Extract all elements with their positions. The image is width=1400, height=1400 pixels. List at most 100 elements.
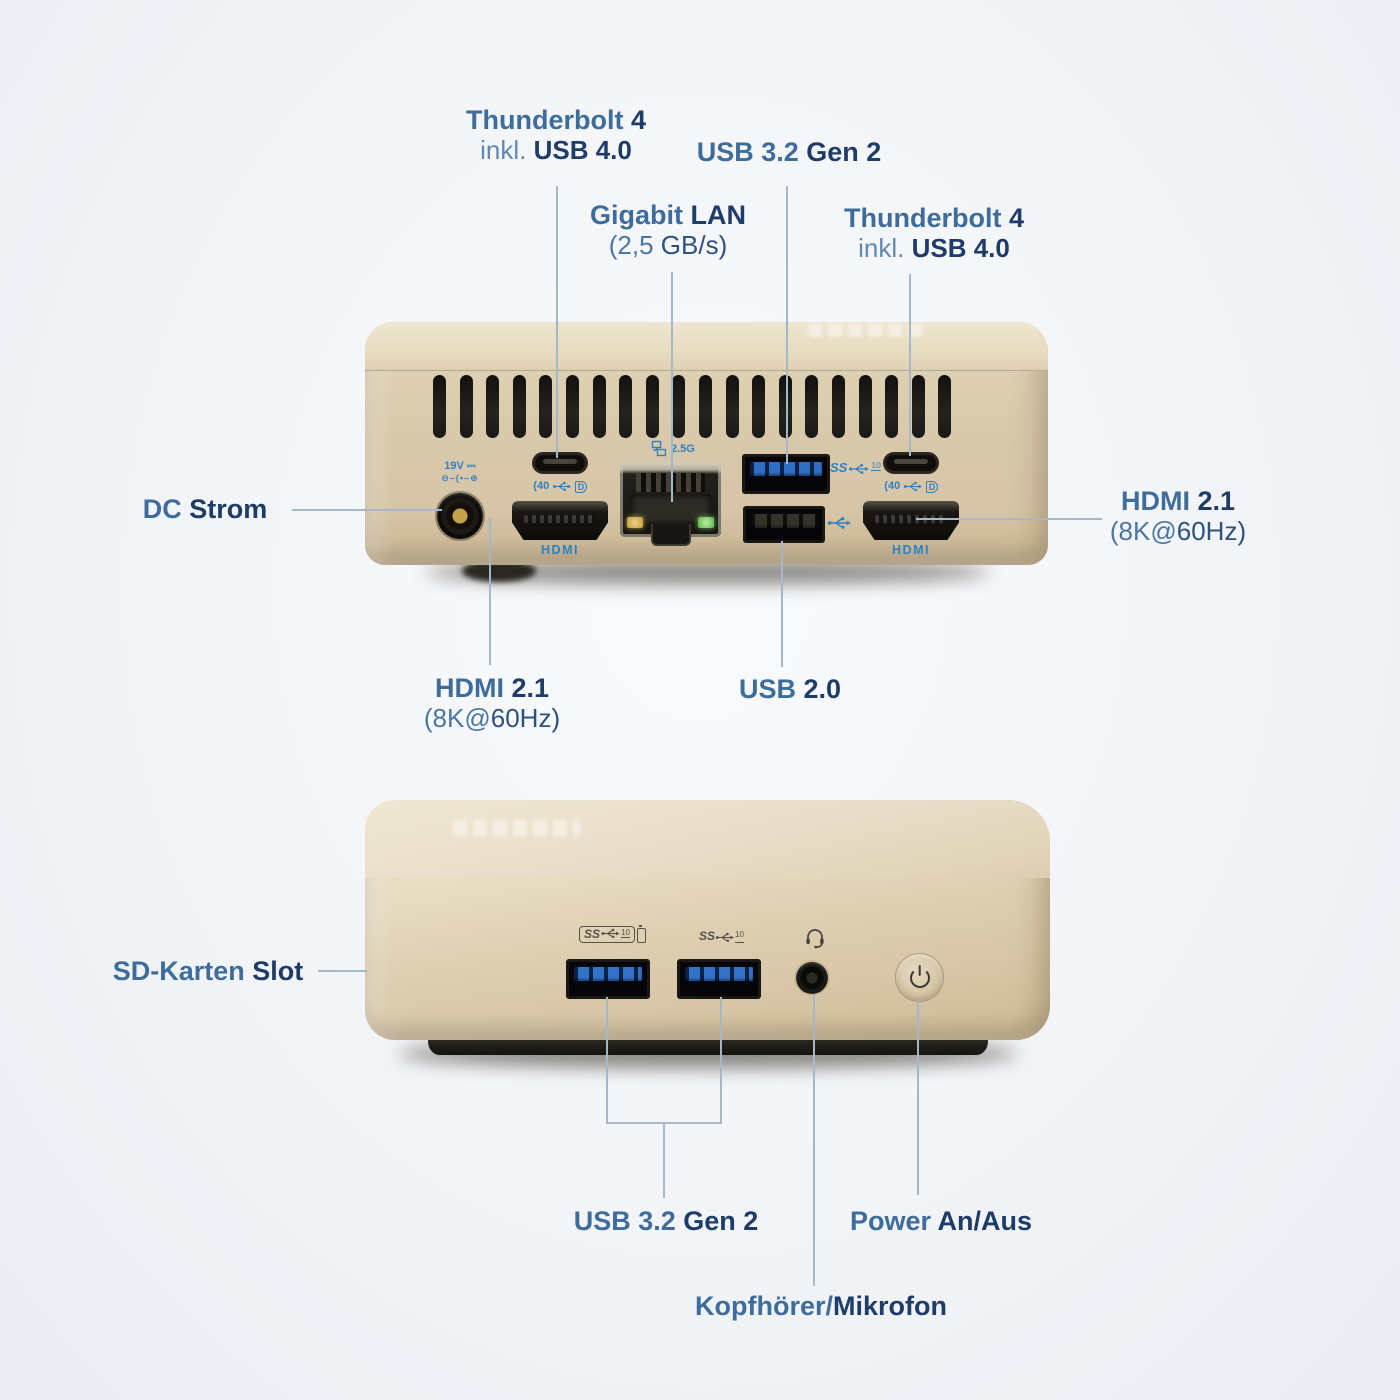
thunderbolt-40-icon: (40 (884, 480, 901, 492)
vent-slot (698, 375, 712, 438)
vent-slot (645, 375, 659, 438)
vent-slot (725, 375, 739, 438)
hdmi-port-right (863, 501, 959, 540)
back-device-top-face (365, 322, 1048, 371)
annotation-thunderbolt-right: Thunderbolt 4 inkl. USB 4.0 (844, 203, 1024, 263)
leader-thunderbolt-left (556, 186, 558, 458)
network-icon (651, 440, 667, 457)
annotation-sd-slot: SD-Karten Slot (113, 956, 304, 986)
vent-slot (512, 375, 526, 438)
usb32-port-back (742, 454, 830, 494)
annotation-usb20: USB 2.0 (739, 674, 841, 704)
annotation-title: Thunderbolt 4 (466, 105, 646, 135)
hdmi-port-marking-left: HDMI (541, 543, 579, 557)
usb32-tongue (685, 967, 753, 981)
annotation-title: SD-Karten Slot (112, 956, 304, 986)
usb-trident-icon (601, 928, 621, 939)
usb-trident-icon (848, 463, 870, 475)
annotation-title: HDMI 2.1 (1120, 486, 1236, 516)
dc-voltage-text: 19V ⎓ (444, 460, 476, 472)
usb-trident-icon (552, 481, 572, 492)
vent-slot (539, 375, 553, 438)
ethernet-led-amber (627, 517, 643, 528)
ethernet-port (620, 462, 721, 546)
thunderbolt-40-icon: (40 (533, 480, 550, 492)
power-icon (909, 967, 930, 988)
dc-power-jack (437, 493, 483, 539)
ethernet-led-green (698, 517, 714, 528)
annotation-title: DC Strom (142, 494, 268, 524)
displayport-icon: D (575, 480, 587, 493)
vent-slot (885, 375, 899, 438)
usb32-ss10-marking-front: SS 10 (699, 929, 744, 943)
thunderbolt-port-left (532, 452, 588, 474)
annotation-title: USB 2.0 (738, 674, 842, 704)
ethernet-clip-tab (650, 524, 691, 546)
usb32-charging-marking: SS 10 (579, 925, 646, 943)
annotation-gigabit-lan: Gigabit LAN (2,5 GB/s) (590, 200, 746, 260)
front-device-top-face (365, 800, 1050, 878)
annotation-usb32-top: USB 3.2 Gen 2 (697, 137, 882, 167)
usb20-trident-icon (827, 516, 852, 530)
leader-usb32-top (786, 186, 788, 464)
back-device-foot (462, 560, 536, 582)
leader-sd-slot (318, 970, 367, 972)
thunderbolt-port-right (883, 452, 939, 474)
annotation-headset: Kopfhörer/Mikrofon (695, 1291, 947, 1321)
vent-slot (672, 375, 686, 438)
vent-slot (805, 375, 819, 438)
annotation-title: Thunderbolt 4 (844, 203, 1024, 233)
leader-headset (813, 994, 815, 1286)
usb-trident-icon (903, 481, 923, 492)
annotation-hdmi-right: HDMI 2.1 (8K@60Hz) (1110, 486, 1246, 546)
vent-slot (752, 375, 766, 438)
annotation-subtitle: inkl. USB 4.0 (858, 233, 1010, 263)
vent-slot (486, 375, 500, 438)
annotation-title: Power An/Aus (849, 1206, 1033, 1236)
displayport-icon: D (926, 480, 938, 493)
mini-pc-front-view: SS 10 SS 10 (365, 800, 1050, 1040)
vent-grid (433, 375, 952, 438)
annotation-subtitle: (2,5 GB/s) (608, 230, 728, 260)
ethernet-cavity (630, 493, 711, 524)
annotation-subtitle: (8K@60Hz) (423, 703, 561, 733)
leader-usb-front-2 (720, 997, 722, 1124)
vent-slot (858, 375, 872, 438)
annotation-subtitle: (8K@60Hz) (1109, 516, 1247, 546)
usb20-tongue (751, 514, 817, 528)
lan-speed-text: 2.5G (671, 442, 695, 455)
usb32-port-front-1 (566, 959, 650, 999)
usb20-port (743, 506, 825, 543)
usb32-tongue (750, 462, 822, 476)
vent-slot (459, 375, 473, 438)
annotation-dc-strom: DC Strom (143, 494, 268, 524)
usb32-port-front-2 (677, 959, 761, 999)
lan-speed-marking: 2.5G (651, 440, 695, 457)
mini-pc-back-view: 19V ⎓ ⊖–(•–⊕ (40 D HDMI 2.5G (365, 322, 1048, 565)
leader-hdmi-right (916, 518, 1102, 520)
headphone-jack (796, 962, 828, 994)
brand-logo-back (808, 324, 924, 337)
annotation-title: HDMI 2.1 (434, 673, 550, 703)
usb-trident-icon (715, 932, 735, 943)
leader-thunderbolt-right (909, 274, 911, 456)
annotation-thunderbolt-left: Thunderbolt 4 inkl. USB 4.0 (466, 105, 646, 165)
annotation-power: Power An/Aus (850, 1206, 1032, 1236)
thunderbolt-marking-right: (40 D (876, 480, 946, 493)
brand-logo-front (453, 820, 581, 836)
vent-slot (433, 375, 446, 438)
annotation-title: Gigabit LAN (590, 200, 746, 230)
vent-slot (592, 375, 606, 438)
leader-dc-strom (292, 509, 442, 511)
annotation-hdmi-bottom: HDMI 2.1 (8K@60Hz) (424, 673, 560, 733)
annotation-title: USB 3.2 Gen 2 (573, 1206, 759, 1236)
hdmi-port-marking-right: HDMI (892, 543, 930, 557)
thunderbolt-marking-left: (40 D (525, 480, 595, 493)
ethernet-contacts (636, 472, 705, 492)
annotation-title: Kopfhörer/Mikrofon (695, 1291, 947, 1321)
battery-charging-icon (636, 925, 646, 943)
leader-hdmi-bottom (489, 518, 491, 665)
usb32-tongue (574, 967, 642, 981)
power-button (895, 953, 944, 1002)
